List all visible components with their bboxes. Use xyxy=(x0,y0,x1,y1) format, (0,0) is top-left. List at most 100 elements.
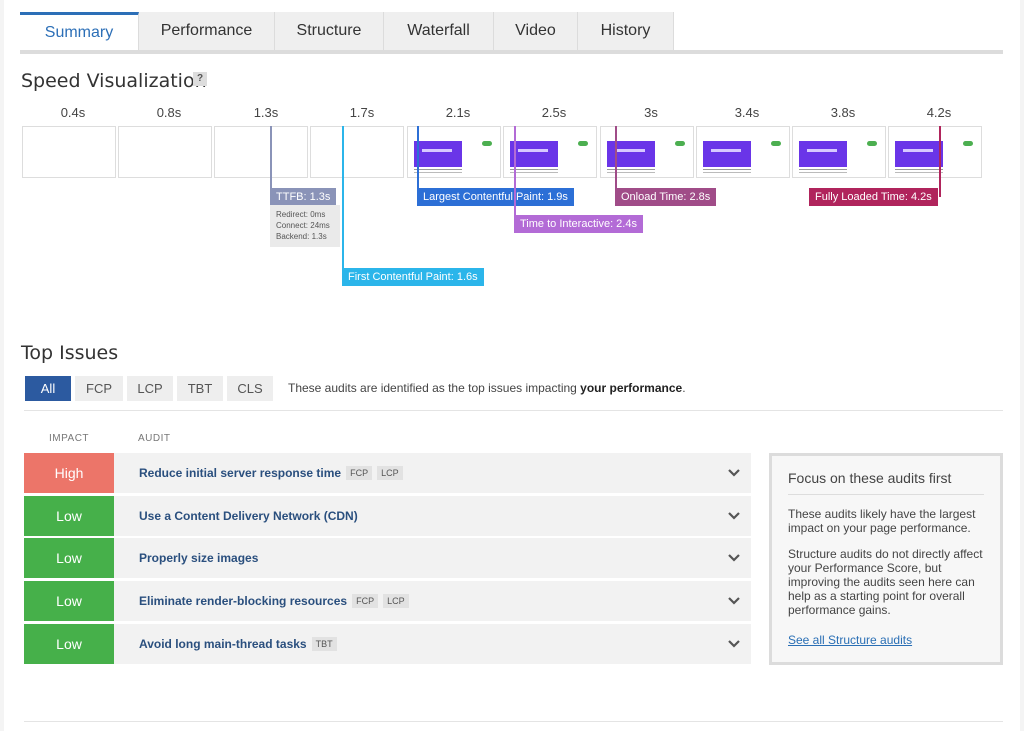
time-label: 3s xyxy=(644,105,658,120)
time-label: 3.4s xyxy=(734,105,760,120)
metric-tag: LCP xyxy=(383,594,409,608)
audit-row[interactable]: Low Use a Content Delivery Network (CDN) xyxy=(24,496,751,536)
time-label: 0.8s xyxy=(156,105,182,120)
audit-title[interactable]: Avoid long main-thread tasks TBT xyxy=(139,637,337,651)
thumbnail-text xyxy=(895,169,943,173)
fcp-marker-label: First Contentful Paint: 1.6s xyxy=(342,268,484,286)
lcp-marker-label: Largest Contentful Paint: 1.9s xyxy=(417,188,574,206)
page-thumbnail xyxy=(510,141,558,167)
tab-summary[interactable]: Summary xyxy=(20,12,139,50)
audit-row[interactable]: High Reduce initial server response time F… xyxy=(24,453,751,493)
chevron-down-icon[interactable] xyxy=(727,550,741,564)
filmstrip-frame[interactable] xyxy=(792,126,886,178)
fcp-marker-line xyxy=(342,126,344,270)
ttfb-marker-label: TTFB: 1.3s xyxy=(270,188,337,206)
impact-badge: Low xyxy=(24,581,114,621)
focus-paragraph-2: Structure audits do not directly affect … xyxy=(788,547,983,617)
ttfb-redirect: Redirect: 0ms xyxy=(276,210,326,219)
thumbnail-button xyxy=(867,141,877,146)
time-label: 1.3s xyxy=(253,105,279,120)
thumbnail-text xyxy=(703,169,751,173)
chevron-down-icon[interactable] xyxy=(727,465,741,479)
time-label: 2.1s xyxy=(445,105,471,120)
onload-marker-label: Onload Time: 2.8s xyxy=(615,188,717,206)
fully-marker-line xyxy=(939,126,941,197)
tab-bar: Summary Performance Structure Waterfall … xyxy=(20,12,1003,54)
impact-column-header: IMPACT xyxy=(49,433,90,444)
filmstrip-frame[interactable] xyxy=(310,126,404,178)
time-label: 1.7s xyxy=(349,105,375,120)
filter-all[interactable]: All xyxy=(25,376,71,401)
thumbnail-button xyxy=(771,141,781,146)
audit-column-header: AUDIT xyxy=(138,433,171,444)
metric-tag: TBT xyxy=(311,637,337,651)
time-label: 0.4s xyxy=(60,105,86,120)
page-thumbnail xyxy=(895,141,943,167)
ttfb-backend: Backend: 1.3s xyxy=(276,232,327,241)
audit-row[interactable]: Low Properly size images xyxy=(24,538,751,578)
filmstrip-frame[interactable] xyxy=(407,126,501,178)
thumbnail-button xyxy=(578,141,588,146)
focus-title: Focus on these audits first xyxy=(788,470,984,495)
filter-lcp[interactable]: LCP xyxy=(127,376,173,401)
thumbnail-text xyxy=(607,169,655,173)
thumbnail-text xyxy=(510,169,558,173)
time-label: 2.5s xyxy=(541,105,567,120)
filmstrip-frame[interactable] xyxy=(118,126,212,178)
fully-marker-label: Fully Loaded Time: 4.2s xyxy=(809,188,938,206)
audit-title-text[interactable]: Avoid long main-thread tasks xyxy=(139,637,307,651)
ttfb-connect: Connect: 24ms xyxy=(276,221,330,230)
chevron-down-icon[interactable] xyxy=(727,593,741,607)
tab-performance[interactable]: Performance xyxy=(139,12,275,50)
chevron-down-icon[interactable] xyxy=(727,636,741,650)
see-all-structure-audits-link[interactable]: See all Structure audits xyxy=(788,633,913,647)
divider xyxy=(24,410,1003,411)
focus-paragraph-1: These audits likely have the largest imp… xyxy=(788,507,976,535)
impact-badge: Low xyxy=(24,496,114,536)
lcp-marker-line xyxy=(417,126,419,197)
thumbnail-text xyxy=(414,169,462,173)
help-icon[interactable]: ? xyxy=(193,72,207,86)
onload-marker-line xyxy=(615,126,617,197)
audit-title-text[interactable]: Eliminate render-blocking resources xyxy=(139,594,348,608)
page: Summary Performance Structure Waterfall … xyxy=(4,0,1020,731)
metric-tag: LCP xyxy=(377,466,403,480)
thumbnail-button xyxy=(675,141,685,146)
audit-title-text[interactable]: Reduce initial server response time xyxy=(139,466,342,480)
filter-fcp[interactable]: FCP xyxy=(75,376,123,401)
tab-structure[interactable]: Structure xyxy=(275,12,384,50)
filmstrip-frame[interactable] xyxy=(888,126,982,178)
thumbnail-text xyxy=(799,169,847,173)
filmstrip-frame[interactable] xyxy=(22,126,116,178)
metric-tag: FCP xyxy=(346,466,373,480)
tti-marker-label: Time to Interactive: 2.4s xyxy=(514,215,643,233)
tab-video[interactable]: Video xyxy=(494,12,578,50)
audit-title[interactable]: Use a Content Delivery Network (CDN) xyxy=(139,509,358,523)
audit-title[interactable]: Reduce initial server response time FCP LC… xyxy=(139,466,403,480)
page-thumbnail xyxy=(799,141,847,167)
impact-badge: High xyxy=(24,453,114,493)
filmstrip-frame[interactable] xyxy=(696,126,790,178)
audit-title-text[interactable]: Properly size images xyxy=(139,551,259,565)
tab-waterfall[interactable]: Waterfall xyxy=(384,12,494,50)
filter-description: These audits are identified as the top i… xyxy=(288,381,686,395)
filter-cls[interactable]: CLS xyxy=(227,376,273,401)
page-thumbnail xyxy=(703,141,751,167)
filmstrip-frame[interactable] xyxy=(503,126,597,178)
time-label: 4.2s xyxy=(926,105,952,120)
thumbnail-button xyxy=(482,141,492,146)
chevron-down-icon[interactable] xyxy=(727,508,741,522)
speed-visualization-title: Speed Visualization xyxy=(21,70,207,92)
audit-title-text[interactable]: Use a Content Delivery Network (CDN) xyxy=(139,509,358,523)
impact-badge: Low xyxy=(24,538,114,578)
tti-marker-line xyxy=(514,126,516,224)
tab-history[interactable]: History xyxy=(578,12,674,50)
filter-tbt[interactable]: TBT xyxy=(177,376,223,401)
ttfb-details: Redirect: 0ms Connect: 24ms Backend: 1.3… xyxy=(270,205,340,247)
filmstrip-frame[interactable] xyxy=(214,126,308,178)
top-issues-title: Top Issues xyxy=(21,342,119,364)
audit-title[interactable]: Properly size images xyxy=(139,551,258,565)
